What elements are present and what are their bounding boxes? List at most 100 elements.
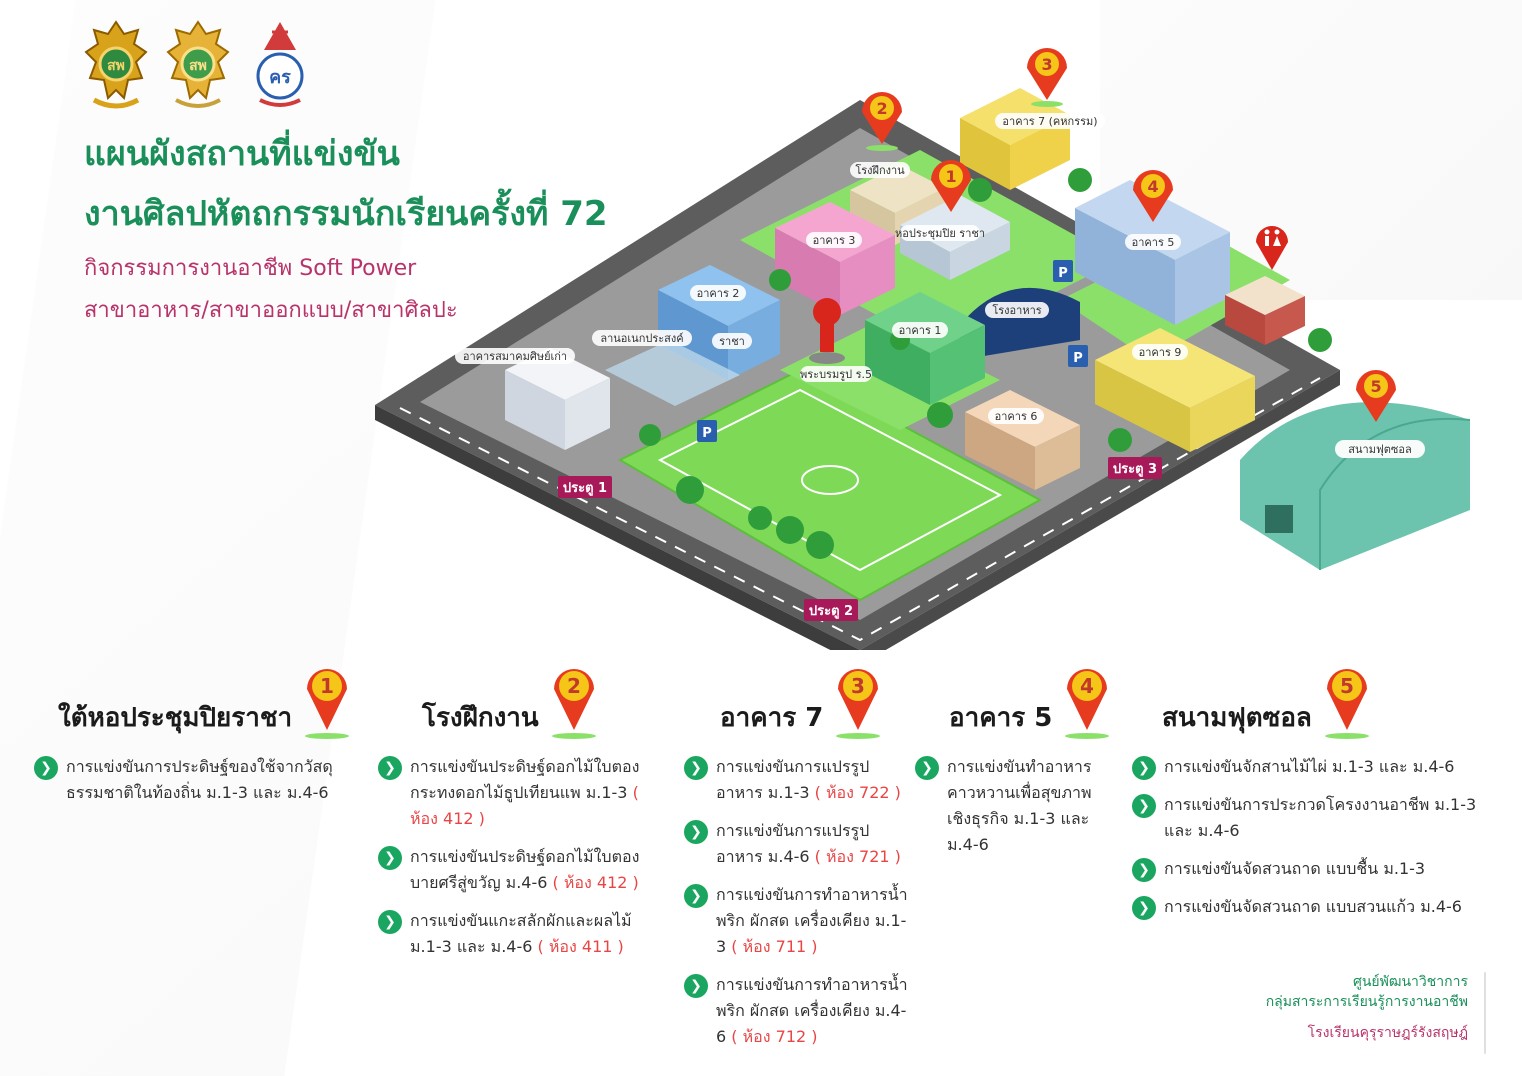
svg-text:4: 4: [1147, 177, 1158, 196]
location-column-3: อาคาร 7 3 ❯ การแข่งขันการแปรรูปอาหาร ม.1…: [684, 660, 914, 1062]
location-title: ใต้หอประชุมปิยราชา: [58, 703, 293, 733]
list-item: ❯ การแข่งขันการประกวดโครงงานอาชีพ ม.1-3 …: [1132, 792, 1502, 844]
label-courtyard: ลานอเนกประสงค์: [600, 332, 683, 345]
map-pin-icon: 2: [862, 92, 902, 151]
subtitle-line2: สาขาอาหาร/สาขาออกแบบ/สาขาศิลปะ: [84, 298, 458, 323]
chevron-right-icon: ❯: [378, 846, 402, 870]
subtitle: กิจกรรมการงานอาชีพ Soft Power: [84, 256, 417, 281]
location-title: โรงฝึกงาน: [422, 703, 539, 733]
emblem-school-icon: คร: [256, 22, 304, 107]
label-hall: หอประชุมปิย ราชา: [895, 227, 985, 240]
footer-line1: ศูนย์พัฒนาวิชาการ: [1352, 974, 1468, 990]
chevron-right-icon: ❯: [34, 756, 58, 780]
chevron-right-icon: ❯: [378, 910, 402, 934]
event-list: ❯ การแข่งขันทำอาหารคาวหวานเพื่อสุขภาพเชิ…: [915, 754, 1115, 858]
list-item: ❯ การแข่งขันจักสานไม้ไผ่ ม.1-3 และ ม.4-6: [1132, 754, 1502, 780]
field-circle: [801, 465, 859, 495]
courtyard-roof: [605, 340, 740, 406]
svg-text:4: 4: [1080, 674, 1094, 698]
event-list: ❯ การแข่งขันจักสานไม้ไผ่ ม.1-3 และ ม.4-6…: [1132, 754, 1502, 920]
parking-signs: P P P: [697, 260, 1088, 442]
label-workshop: โรงฝึกงาน: [855, 163, 905, 177]
event-list: ❯ การแข่งขันการประดิษฐ์ของใช้จากวัสดุธรร…: [34, 754, 364, 806]
building-futsal: [1240, 402, 1471, 570]
label-futsal: สนามฟุตซอล: [1348, 443, 1411, 456]
footer-line2: กลุ่มสาระการเรียนรู้การงานอาชีพ: [1265, 994, 1468, 1010]
location-pin-icon: 3: [836, 669, 881, 739]
location-pin-icon: 5: [1324, 669, 1369, 739]
label-building6: อาคาร 6: [995, 410, 1038, 423]
room-number: ( ห้อง 411 ): [537, 937, 624, 956]
chevron-right-icon: ❯: [915, 756, 939, 780]
list-item: ❯ การแข่งขันประดิษฐ์ดอกไม้ใบตองบายศรีสู่…: [378, 844, 668, 896]
list-item: ❯ การแข่งขันแกะสลักผักและผลไม้ ม.1-3 และ…: [378, 908, 668, 960]
footer-credits: ศูนย์พัฒนาวิชาการ กลุ่มสาระการเรียนรู้กา…: [1266, 972, 1468, 1044]
chevron-right-icon: ❯: [684, 820, 708, 844]
road-markings: [399, 377, 1321, 642]
location-column-2: โรงฝึกงาน 2 ❯ การแข่งขันประดิษฐ์ดอกไม้ใบ…: [378, 660, 668, 972]
chevron-right-icon: ❯: [684, 974, 708, 998]
list-item: ❯ การแข่งขันทำอาหารคาวหวานเพื่อสุขภาพเชิ…: [915, 754, 1115, 858]
location-title: อาคาร 5: [949, 703, 1053, 733]
location-pin-icon: 1: [305, 669, 350, 739]
footer-line3: โรงเรียนคุรุราษฎร์รังสฤษฎ์: [1307, 1025, 1468, 1041]
logo-row: สพ สพ คร: [84, 20, 312, 112]
event-list: ❯ การแข่งขันประดิษฐ์ดอกไม้ใบตองกระทงดอกไ…: [378, 754, 668, 960]
footer-divider: [1484, 972, 1486, 1054]
map-base-side: [375, 405, 860, 650]
page-title-line2: งานศิลปหัตถกรรมนักเรียนครั้งที่ 72: [84, 194, 608, 234]
svg-text:คร: คร: [269, 67, 291, 88]
label-alumni: อาคารสมาคมศิษย์เก่า: [463, 350, 567, 363]
svg-text:1: 1: [320, 674, 334, 698]
building-2: [658, 265, 780, 380]
list-item: ❯ การแข่งขันการประดิษฐ์ของใช้จากวัสดุธรร…: [34, 754, 364, 806]
svg-text:5: 5: [1370, 377, 1381, 396]
label-building1: อาคาร 1: [899, 324, 942, 337]
chevron-right-icon: ❯: [1132, 896, 1156, 920]
chevron-right-icon: ❯: [684, 884, 708, 908]
location-title: อาคาร 7: [720, 703, 824, 733]
room-number: ( ห้อง 722 ): [814, 783, 901, 802]
emblem-obec-icon: สพ: [84, 20, 148, 109]
map-pin-icon: 3: [1027, 48, 1067, 107]
statue: [809, 298, 845, 364]
label-building3: อาคาร 3: [813, 234, 856, 247]
list-item: ❯ การแข่งขันการทำอาหารน้ำพริก ผักสด เครื…: [684, 972, 914, 1050]
label-statue: พระบรมรูป ร.5: [800, 368, 872, 381]
room-number: ( ห้อง 711 ): [731, 937, 818, 956]
chevron-right-icon: ❯: [1132, 756, 1156, 780]
list-item: ❯ การแข่งขันการแปรรูปอาหาร ม.1-3 ( ห้อง …: [684, 754, 914, 806]
svg-text:3: 3: [1041, 55, 1052, 74]
location-pin-icon: 4: [1065, 669, 1110, 739]
building-labels: อาคาร 7 (คหกรรม) โรงฝึกงาน หอประชุมปิย ร…: [455, 113, 1425, 458]
location-column-5: สนามฟุตซอล 5 ❯ การแข่งขันจักสานไม้ไผ่ ม.…: [1132, 660, 1502, 932]
room-number: ( ห้อง 712 ): [731, 1027, 818, 1046]
list-item: ❯ การแข่งขันประดิษฐ์ดอกไม้ใบตองกระทงดอกไ…: [378, 754, 668, 832]
room-number: ( ห้อง 412 ): [552, 873, 639, 892]
map-base-side: [860, 370, 1340, 650]
gate-2: ประตู 2: [804, 599, 858, 621]
map-pin-icon: 5: [1356, 370, 1396, 422]
chevron-right-icon: ❯: [684, 756, 708, 780]
event-list: ❯ การแข่งขันการแปรรูปอาหาร ม.1-3 ( ห้อง …: [684, 754, 914, 1050]
chevron-right-icon: ❯: [378, 756, 402, 780]
svg-text:2: 2: [876, 99, 887, 118]
label-building7: อาคาร 7 (คหกรรม): [1002, 115, 1097, 128]
map-pin-icon: 4: [1133, 170, 1173, 222]
page-title: แผนผังสถานที่แข่งขัน: [84, 134, 400, 174]
room-number: ( ห้อง 412 ): [410, 783, 639, 828]
chevron-right-icon: ❯: [1132, 858, 1156, 882]
svg-text:ประตู 2: ประตู 2: [809, 604, 853, 619]
svg-text:ประตู 3: ประตู 3: [1113, 462, 1157, 477]
campus-map: P P P อาคาร 7 (คหกรรม) โรงฝึกงาน หอประชุ…: [375, 48, 1471, 650]
svg-text:3: 3: [851, 674, 865, 698]
location-column-4: อาคาร 5 4 ❯ การแข่งขันทำอาหารคาวหวานเพื่…: [915, 660, 1115, 870]
svg-text:2: 2: [567, 674, 581, 698]
label-building9: อาคาร 9: [1139, 346, 1182, 359]
svg-text:สพ: สพ: [107, 58, 125, 74]
label-canteen: โรงอาหาร: [992, 303, 1041, 317]
location-column-1: ใต้หอประชุมปิยราชา 1 ❯ การแข่งขันการประด…: [34, 660, 364, 818]
toilet-pin-icon: [1256, 226, 1288, 270]
svg-text:สพ: สพ: [189, 58, 207, 74]
svg-text:5: 5: [1340, 674, 1354, 698]
